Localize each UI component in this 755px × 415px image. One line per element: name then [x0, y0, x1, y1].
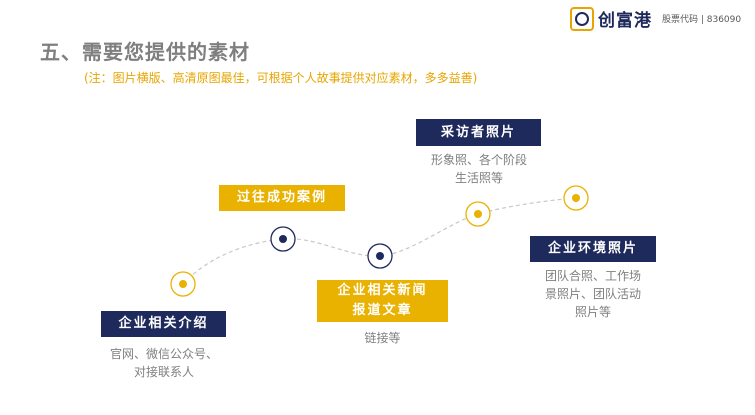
node-3 — [367, 243, 393, 269]
desc-company-intro: 官网、微信公众号、对接联系人 — [104, 345, 224, 381]
desc-line: 团队合照、工作场 — [544, 269, 641, 283]
desc-line: 形象照、各个阶段 — [430, 153, 527, 167]
logo-name: 创富港 — [598, 11, 652, 31]
page-title: 五、需要您提供的素材 — [40, 40, 250, 64]
desc-line: 对接联系人 — [133, 365, 194, 379]
desc-line: 生活照等 — [454, 171, 503, 185]
logo-icon — [570, 6, 594, 31]
label-success-cases: 过往成功案例 — [219, 185, 345, 211]
desc-line: 景照片、团队活动 — [544, 287, 641, 301]
node-4 — [465, 201, 491, 227]
label-news: 企业相关新闻报道文章 — [317, 280, 448, 322]
label-line: 报道文章 — [352, 303, 413, 318]
node-5 — [563, 185, 589, 211]
desc-line: 官网、微信公众号、 — [109, 347, 218, 361]
subtitle-note: (注：图片横版、高清原图最佳，可根据个人故事提供对应素材，多多益善) — [84, 71, 478, 85]
desc-news: 链接等 — [364, 331, 401, 345]
desc-interviewee-photos: 形象照、各个阶段生活照等 — [414, 151, 544, 187]
desc-line: 照片等 — [574, 305, 611, 319]
label-interviewee-photos: 采访者照片 — [416, 119, 541, 146]
stock-code: 股票代码 | 836090 — [662, 15, 742, 25]
label-line: 企业相关新闻 — [337, 283, 428, 298]
label-environment-photos: 企业环境照片 — [530, 236, 656, 262]
label-company-intro: 企业相关介绍 — [101, 311, 226, 337]
node-1 — [170, 271, 196, 297]
logo: 创富港 股票代码 | 836090 — [570, 6, 741, 31]
desc-environment-photos: 团队合照、工作场景照片、团队活动照片等 — [528, 267, 658, 321]
node-2 — [270, 226, 296, 252]
